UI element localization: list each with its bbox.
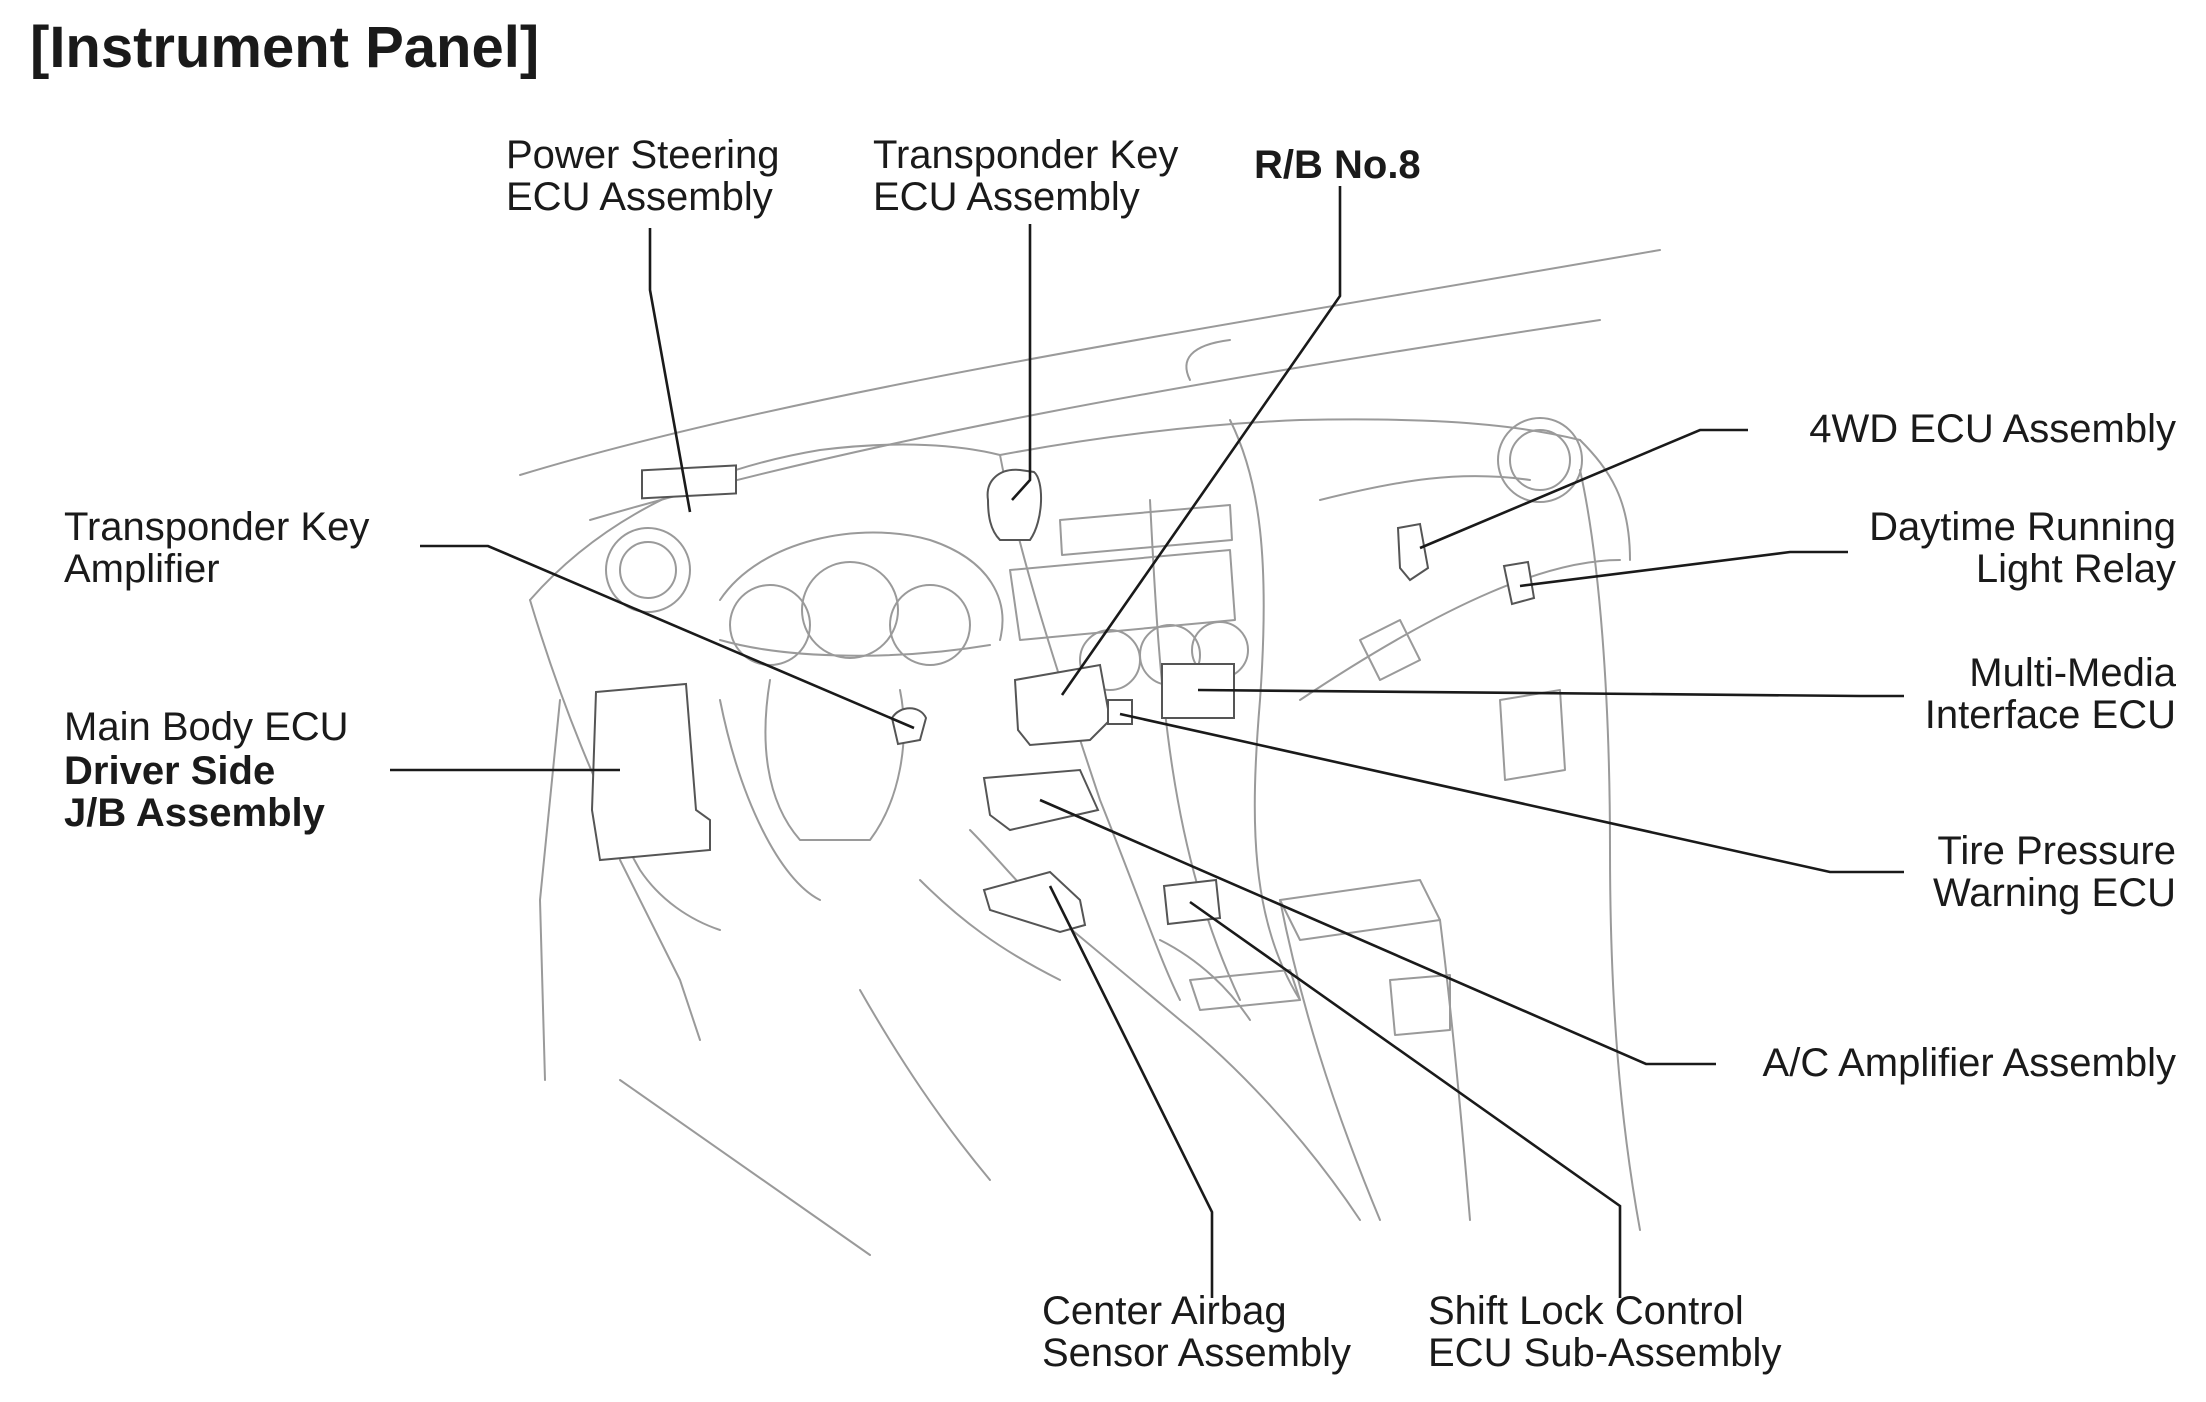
4wd-ecu-shape — [1396, 522, 1430, 582]
label-4wd-ecu: 4WD ECU Assembly — [1760, 408, 2176, 450]
label-line: Daytime Running — [1869, 505, 2176, 549]
label-shift-lock-ecu: Shift Lock Control ECU Sub-Assembly — [1428, 1290, 1781, 1374]
leader-rb-no8 — [1060, 186, 1342, 696]
transponder-key-ecu-shape — [986, 468, 1043, 541]
label-line: Multi-Media — [1969, 651, 2176, 695]
label-line: ECU Assembly — [873, 175, 1140, 219]
label-line: ECU Sub-Assembly — [1428, 1331, 1782, 1375]
label-center-airbag-sensor: Center Airbag Sensor Assembly — [1042, 1290, 1351, 1374]
label-line: Transponder Key — [64, 505, 370, 549]
label-line: Driver Side — [64, 749, 276, 793]
label-transponder-key-ecu: Transponder Key ECU Assembly — [873, 134, 1178, 218]
leader-shift-lock — [1189, 900, 1622, 1298]
label-line: J/B Assembly — [64, 791, 325, 835]
label-main-body-ecu: Main Body ECU — [64, 706, 349, 748]
leader-power-steering — [648, 228, 692, 513]
component-shapes — [590, 464, 1536, 934]
label-daytime-running-relay: Daytime Running Light Relay — [1856, 506, 2176, 590]
leader-transponder-key-amplifier — [420, 544, 915, 730]
leader-transponder-key-ecu — [1011, 224, 1032, 501]
center-airbag-sensor-shape — [982, 870, 1087, 934]
driver-side-jb-shape — [590, 682, 711, 862]
leader-daytime-running-relay — [1519, 550, 1848, 588]
leader-multimedia-ecu — [1197, 688, 1904, 698]
label-line: Tire Pressure — [1937, 829, 2176, 873]
rb-no8-shape — [1013, 663, 1112, 747]
label-driver-side-jb: Driver Side J/B Assembly — [64, 750, 325, 834]
label-line: Transponder Key — [873, 133, 1179, 177]
label-line: Sensor Assembly — [1042, 1331, 1352, 1375]
leader-lines — [390, 186, 1904, 1298]
dashboard-outline — [519, 249, 1661, 1256]
label-line: Amplifier — [64, 547, 220, 591]
label-power-steering-ecu: Power Steering ECU Assembly — [506, 134, 779, 218]
page-title: [Instrument Panel] — [30, 15, 540, 80]
label-line: R/B No.8 — [1254, 143, 1421, 187]
label-line: A/C Amplifier Assembly — [1762, 1041, 2176, 1085]
power-steering-ecu-shape — [641, 464, 737, 500]
label-line: Light Relay — [1975, 547, 2176, 591]
leader-tire-pressure-ecu — [1119, 712, 1904, 874]
label-transponder-key-amplifier: Transponder Key Amplifier — [64, 506, 369, 590]
label-rb-no8: R/B No.8 — [1254, 144, 1421, 186]
label-ac-amplifier: A/C Amplifier Assembly — [1700, 1042, 2176, 1084]
label-line: Warning ECU — [1932, 871, 2176, 915]
leader-ac-amplifier — [1039, 798, 1716, 1066]
label-line: Center Airbag — [1042, 1289, 1287, 1333]
label-line: Interface ECU — [1924, 693, 2176, 737]
tire-pressure-ecu-shape — [1107, 699, 1133, 725]
label-tire-pressure-ecu: Tire Pressure Warning ECU — [1900, 830, 2176, 914]
leader-4wd-ecu — [1419, 428, 1748, 550]
label-line: Main Body ECU — [64, 705, 349, 749]
daytime-running-relay-shape — [1502, 560, 1536, 606]
label-line: ECU Assembly — [506, 175, 773, 219]
leader-center-airbag — [1048, 885, 1214, 1298]
label-line: Power Steering — [506, 133, 780, 177]
label-line: 4WD ECU Assembly — [1809, 407, 2176, 451]
label-multimedia-ecu: Multi-Media Interface ECU — [1900, 652, 2176, 736]
label-line: Shift Lock Control — [1428, 1289, 1744, 1333]
